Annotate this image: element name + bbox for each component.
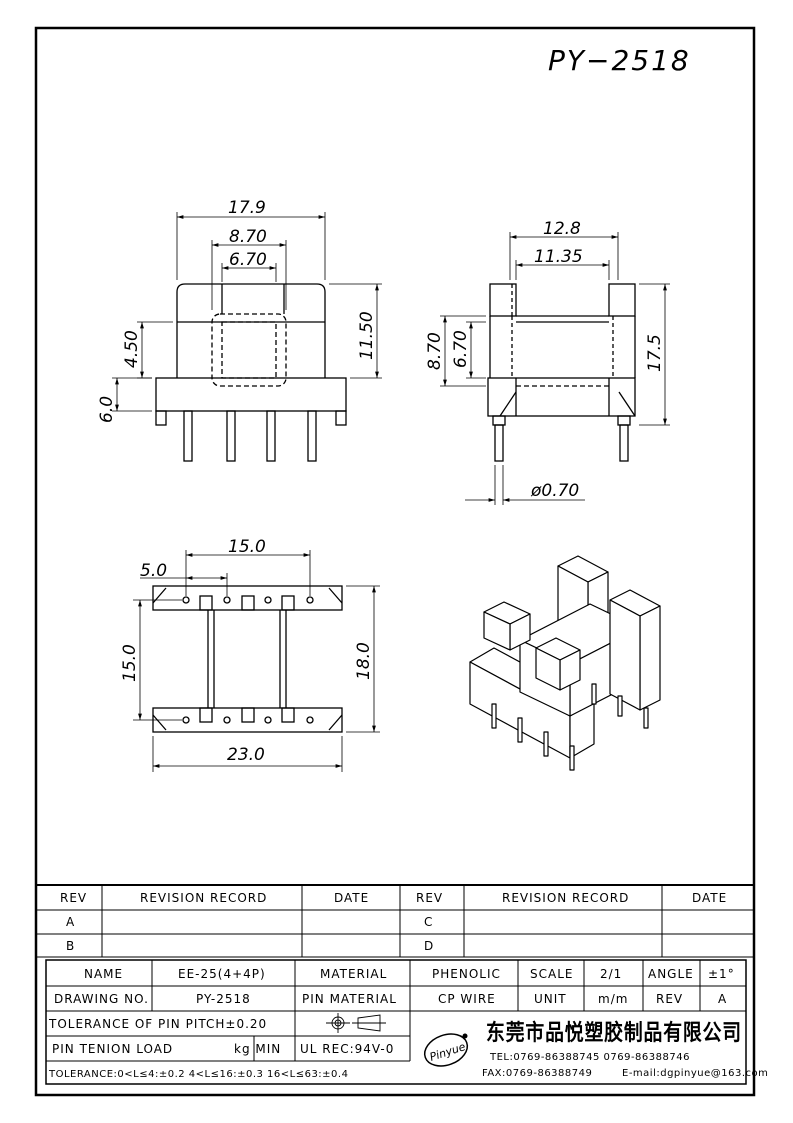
part-number: PY−2518	[548, 44, 691, 77]
pin-material-label: PIN MATERIAL	[302, 992, 397, 1006]
dim-bottom-pitch-total: 15.0	[228, 537, 266, 557]
name-label: NAME	[84, 967, 123, 981]
bottom-view	[152, 585, 343, 733]
dim-side-height: 17.5	[645, 334, 665, 372]
dim-pin-dia: ø0.70	[530, 481, 579, 501]
sheet-border	[34, 26, 756, 1097]
dim-front-inner: 8.70	[229, 227, 267, 247]
name-value: EE-25(4+4P)	[178, 967, 266, 981]
dim-front-side-top: 4.50	[122, 330, 142, 368]
front-dimensions	[112, 212, 382, 412]
revision-record-header-1: REVISION RECORD	[140, 891, 267, 905]
dim-bottom-depth: 18.0	[354, 642, 374, 680]
company-tel: TEL:0769-86388745 0769-86388746	[489, 1052, 690, 1063]
side-view	[487, 283, 636, 462]
ul-rec: UL REC:94V-0	[300, 1042, 394, 1056]
angle-label: ANGLE	[648, 967, 694, 981]
rev-value: A	[718, 992, 727, 1006]
front-view	[155, 283, 347, 462]
unit-value: m/m	[598, 992, 628, 1006]
rev-header-2: REV	[416, 891, 443, 905]
dim-bottom-width: 23.0	[227, 745, 265, 765]
rev-header-1: REV	[60, 891, 87, 905]
unit-label: UNIT	[534, 992, 567, 1006]
side-dimensions	[440, 232, 670, 505]
dim-bottom-pitch: 5.0	[140, 561, 167, 581]
pin-tension-unit: kg MIN	[234, 1042, 281, 1056]
title-block-lines	[36, 884, 754, 1085]
bottom-dimensions	[133, 550, 380, 772]
rev-row-d: D	[424, 939, 434, 953]
pin-material-value: CP WIRE	[438, 992, 496, 1006]
tolerance-general: TOLERANCE:0<L≤4:±0.2 4<L≤16:±0.3 16<L≤63…	[48, 1069, 348, 1080]
material-label: MATERIAL	[320, 967, 387, 981]
dim-front-height: 11.50	[357, 311, 377, 360]
rev-row-a: A	[66, 915, 75, 929]
projection-symbol-icon	[326, 1013, 386, 1033]
date-header-1: DATE	[334, 891, 369, 905]
tolerance-pitch: TOLERANCE OF PIN PITCH±0.20	[48, 1017, 267, 1031]
angle-value: ±1°	[708, 967, 735, 981]
scale-value: 2/1	[600, 967, 622, 981]
rev-row-b: B	[66, 939, 75, 953]
dim-bottom-row-span: 15.0	[120, 644, 140, 682]
material-value: PHENOLIC	[432, 967, 501, 981]
pinyue-logo-icon: Pinyue	[423, 1033, 469, 1067]
pin-tension-label: PIN TENION LOAD	[52, 1042, 173, 1056]
company-fax: FAX:0769-86388749	[482, 1068, 592, 1079]
rev-label: REV	[656, 992, 683, 1006]
dim-side-inner: 11.35	[534, 247, 583, 267]
rev-row-c: C	[424, 915, 433, 929]
dim-side-left-inner: 6.70	[451, 330, 471, 368]
revision-record-header-2: REVISION RECORD	[502, 891, 629, 905]
isometric-view	[469, 555, 661, 771]
drawing-no-value: PY-2518	[196, 992, 251, 1006]
date-header-2: DATE	[692, 891, 727, 905]
company-email: E-mail:dgpinyue@163.com	[622, 1068, 768, 1079]
drawing-no-label: DRAWING NO.	[54, 992, 149, 1006]
company-name: 东莞市品悦塑胶制品有限公司	[486, 1020, 742, 1046]
dim-front-core: 6.70	[229, 250, 267, 270]
scale-label: SCALE	[530, 967, 573, 981]
logo-text: Pinyue	[428, 1040, 467, 1064]
dim-front-base: 6.0	[97, 396, 117, 423]
dim-front-width: 17.9	[228, 198, 266, 218]
dim-side-width: 12.8	[543, 219, 581, 239]
dim-side-left-outer: 8.70	[425, 332, 445, 370]
